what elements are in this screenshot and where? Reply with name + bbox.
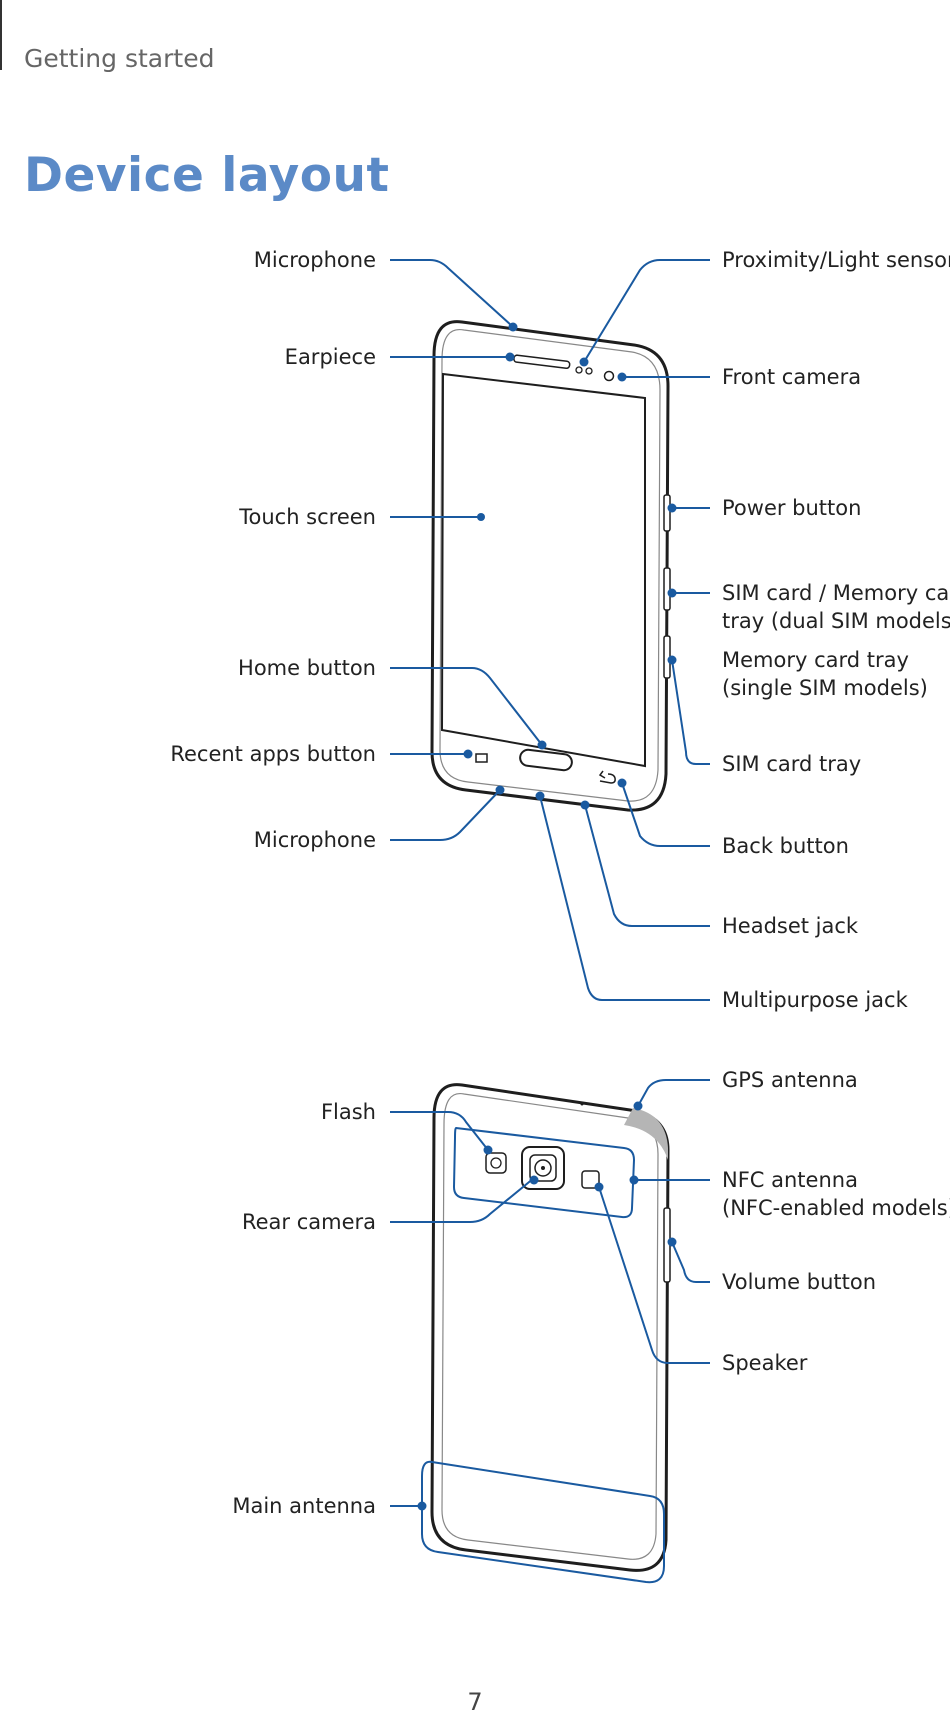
flash-led: [490, 1157, 502, 1169]
dot-home-button: [537, 740, 547, 750]
callout-volume: [671, 1241, 710, 1283]
camera-lens-center: [541, 1166, 545, 1170]
speaker-grille: [581, 1170, 600, 1189]
label-sim-memory-tray-line1: SIM card / Memory card: [722, 581, 950, 605]
flash-housing: [485, 1152, 507, 1174]
front-callout-dots: [463, 322, 677, 810]
dot-microphone-top: [508, 322, 518, 332]
callout-rear-camera: [390, 1177, 535, 1223]
label-memory-tray-line1: Memory card tray: [722, 648, 909, 672]
label-recent-apps-button: Recent apps button: [170, 742, 376, 766]
front-callouts: [390, 259, 710, 1001]
label-earpiece: Earpiece: [284, 345, 376, 369]
dot-headset: [580, 800, 590, 810]
label-gps-antenna: GPS antenna: [722, 1068, 858, 1092]
callout-multipurpose: [539, 795, 710, 1001]
label-memory-tray-line2: (single SIM models): [722, 676, 928, 700]
dot-sim-memory: [667, 588, 677, 598]
dot-back: [617, 778, 627, 788]
dot-recent-apps: [463, 749, 473, 759]
breadcrumb: Getting started: [24, 44, 215, 73]
camera-module-inner: [529, 1154, 557, 1182]
margin-rule: [0, 0, 2, 70]
label-main-antenna: Main antenna: [232, 1494, 376, 1518]
callout-microphone-bottom: [390, 789, 501, 841]
touch-screen: [440, 372, 646, 768]
tray-side-slot-1: [663, 567, 671, 611]
callout-speaker: [598, 1186, 710, 1364]
label-microphone-bottom: Microphone: [253, 828, 376, 852]
dot-main-antenna: [417, 1501, 427, 1511]
proximity-sensor-1: [575, 366, 583, 374]
proximity-sensor-2: [585, 367, 593, 375]
label-rear-camera: Rear camera: [241, 1210, 376, 1234]
page-number: 7: [467, 1688, 483, 1716]
dot-rear-camera: [529, 1175, 539, 1185]
label-back-button: Back button: [722, 834, 849, 858]
dot-nfc: [629, 1175, 639, 1185]
label-nfc-antenna-line1: NFC antenna: [722, 1168, 858, 1192]
label-multipurpose-jack: Multipurpose jack: [722, 988, 908, 1012]
page-title: Device layout: [24, 148, 390, 203]
label-proximity-sensor: Proximity/Light sensor: [722, 248, 950, 272]
label-home-button: Home button: [238, 656, 376, 680]
callout-sim-tray: [671, 659, 710, 765]
label-volume-button: Volume button: [722, 1270, 877, 1294]
callout-home-button: [390, 667, 543, 746]
main-antenna-outline: [421, 1460, 665, 1584]
dot-volume: [667, 1237, 677, 1247]
callout-gps: [637, 1079, 710, 1107]
callout-flash: [390, 1111, 489, 1151]
front-camera-lens: [603, 370, 615, 382]
dot-proximity: [579, 357, 589, 367]
label-microphone-top: Microphone: [253, 248, 376, 272]
callout-back: [621, 782, 710, 847]
front-phone: [430, 320, 671, 812]
dot-front-camera: [617, 372, 627, 382]
callout-microphone-top: [390, 259, 513, 327]
label-sim-memory-tray-line2: tray (dual SIM models): [722, 609, 950, 633]
dot-touch-screen: [477, 513, 485, 521]
label-flash: Flash: [320, 1100, 376, 1124]
dot-flash: [483, 1145, 493, 1155]
dot-earpiece: [505, 352, 515, 362]
label-headset-jack: Headset jack: [722, 914, 859, 938]
dot-gps: [633, 1101, 643, 1111]
back-key: [598, 770, 616, 784]
callout-proximity: [583, 259, 710, 363]
callout-headset: [584, 804, 710, 927]
camera-lens-ring: [534, 1159, 552, 1177]
label-speaker: Speaker: [722, 1351, 808, 1375]
dot-multipurpose: [535, 791, 545, 801]
back-phone: [430, 1083, 671, 1572]
nfc-antenna-outline: [452, 1126, 636, 1219]
back-callout-dots: [417, 1101, 677, 1511]
label-touch-screen: Touch screen: [239, 505, 376, 529]
recent-apps-key: [475, 753, 488, 763]
dot-sim-tray: [667, 655, 677, 665]
dot-speaker: [594, 1182, 604, 1192]
label-nfc-antenna-line2: (NFC-enabled models): [722, 1196, 950, 1220]
label-front-camera: Front camera: [722, 365, 862, 389]
back-callouts: [390, 1079, 710, 1584]
label-sim-card-tray: SIM card tray: [722, 752, 862, 776]
gps-antenna-region: [624, 1108, 668, 1160]
dot-microphone-bottom: [495, 785, 505, 795]
label-power-button: Power button: [722, 496, 862, 520]
power-side-key: [663, 494, 671, 532]
back-mic-hole: [580, 1102, 584, 1106]
dot-power: [667, 503, 677, 513]
home-button-key: [519, 748, 573, 772]
